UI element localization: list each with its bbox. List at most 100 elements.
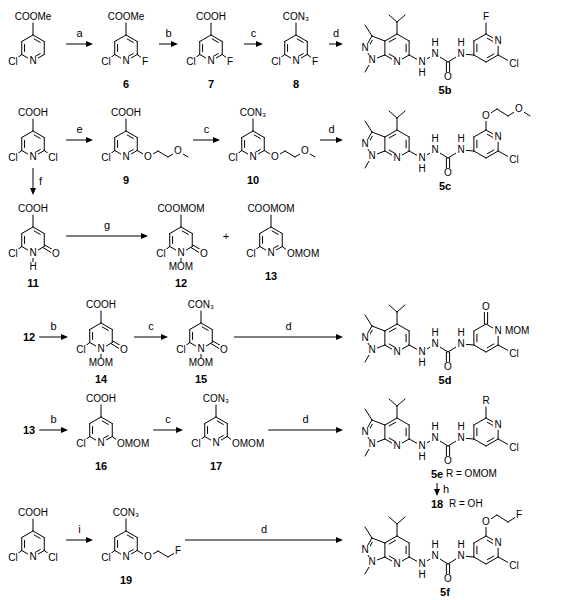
bond-line (449, 446, 450, 456)
bond-line (474, 34, 486, 41)
atom-label: H (456, 540, 465, 550)
bond-line (169, 234, 170, 247)
bond-line (397, 418, 409, 425)
atom-label: O (481, 302, 491, 312)
atom-label: O (481, 111, 491, 121)
bond-line (389, 540, 396, 544)
bond-line (365, 121, 372, 132)
bond-line (474, 130, 486, 137)
atom-label: N (430, 433, 439, 443)
compound-number: 8 (292, 79, 300, 90)
bond-line (22, 227, 33, 234)
atom-label: Cl (175, 345, 186, 355)
atom-label: N (493, 420, 502, 430)
bond-line (385, 418, 397, 425)
compound-node: COOHClNCl (2, 100, 64, 166)
bond-line (34, 135, 40, 139)
bond-line (473, 425, 474, 439)
bond-line (205, 417, 216, 424)
bond-line (90, 323, 101, 330)
atom-label: Cl (508, 561, 519, 571)
bond-line (389, 328, 396, 332)
bond-line (33, 23, 34, 35)
atom-label: Cl (47, 153, 58, 163)
atom-label: N (392, 153, 401, 163)
atom-label: OMOM (286, 249, 320, 259)
arrow-head (86, 41, 93, 47)
bond-line (474, 151, 486, 158)
bond-line (397, 305, 405, 312)
bond-line (297, 39, 303, 43)
arrow-head (336, 334, 343, 340)
atom-label: COOMOM (156, 204, 205, 214)
atom-label: F (174, 546, 182, 556)
atom-label: O (443, 72, 453, 82)
bond-line (474, 557, 486, 564)
bond-line (285, 151, 295, 157)
reagent-letter: b (50, 321, 58, 332)
compound-node: CON₃ClNOO10 (222, 100, 318, 188)
compound-number: 5f (439, 587, 451, 598)
arrow-shaft (66, 236, 142, 237)
bond-line (497, 515, 508, 522)
arrow-shaft (153, 430, 177, 431)
atom-label: Cl (508, 155, 519, 165)
atom-label: H (456, 422, 465, 432)
structure-bonds (345, 504, 537, 599)
bond-line (389, 111, 397, 118)
reagent-letter: c (164, 414, 172, 425)
bond-line (262, 236, 263, 243)
arrow-shaft (437, 483, 438, 490)
compound-number: 5b (438, 85, 453, 96)
atom-label: Cl (75, 345, 86, 355)
reagent-letter: c (147, 321, 155, 332)
bond-line (117, 44, 118, 51)
bond-line (114, 42, 115, 55)
bond-line (272, 231, 278, 235)
atom-label: N (417, 559, 426, 569)
atom-label: Cl (227, 153, 238, 163)
atom-label: H (456, 134, 465, 144)
bond-line (385, 34, 397, 41)
bond-line (127, 535, 133, 539)
compound-node: COOHClNOO9 (95, 100, 191, 188)
atom-label: Cl (100, 553, 111, 563)
bond-line (486, 151, 498, 158)
arrow-shaft (134, 337, 162, 338)
arrow-head (176, 427, 183, 433)
atom-label: Cl (7, 57, 18, 67)
reaction-arrow (434, 483, 440, 496)
bond-line (365, 25, 372, 36)
atom-label: Cl (508, 443, 519, 453)
bond-line (201, 311, 202, 323)
atom-label: N (430, 339, 439, 349)
bond-line (389, 15, 397, 22)
reagent-letter: d (260, 524, 268, 535)
bond-line (90, 417, 101, 424)
bond-line (406, 546, 407, 554)
compound-node: COOMOMClNOMOM13 (240, 196, 321, 284)
bond-line (254, 135, 260, 139)
reagent-letter: b (164, 28, 172, 39)
bond-line (389, 517, 397, 524)
bond-line (202, 327, 208, 331)
bond-line (474, 324, 486, 331)
arrow-shaft (329, 44, 337, 45)
bond-line (487, 344, 494, 348)
atom-label: Cl (508, 349, 519, 359)
reaction-arrow (39, 427, 68, 433)
bond-line (21, 538, 22, 551)
bond-line (285, 35, 296, 42)
bond-line (200, 35, 211, 42)
atom-label: MOM (188, 358, 214, 368)
bond-line (112, 330, 113, 343)
bond-line (474, 536, 486, 543)
bond-line (115, 531, 126, 538)
bond-line (34, 39, 40, 43)
atom-label: N (96, 438, 105, 448)
atom-label: N (266, 248, 275, 258)
arrow-head (336, 41, 343, 47)
atom-label: COOH (17, 204, 49, 214)
atom-label: N (367, 345, 376, 355)
bond-line (486, 23, 487, 34)
